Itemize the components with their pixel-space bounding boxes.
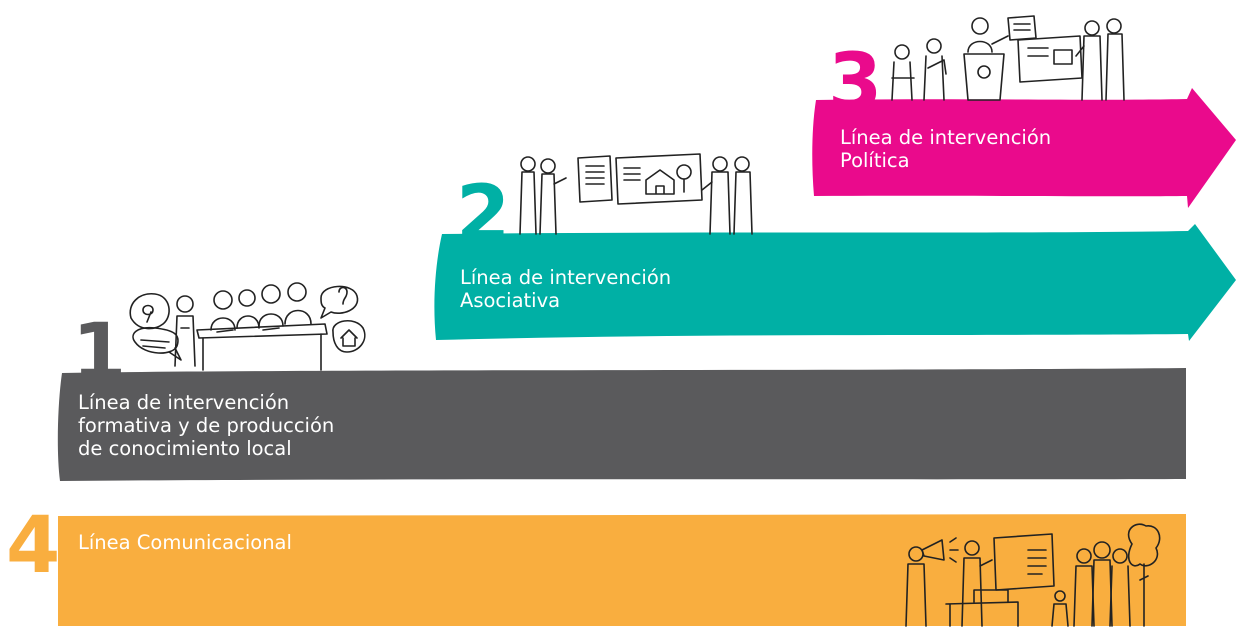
band-1 xyxy=(57,368,1186,481)
line-1-label: Línea de intervención formativa y de pro… xyxy=(78,391,335,460)
megaphone-crowd-icon xyxy=(896,520,1164,627)
line-3-number: 3 xyxy=(828,38,882,128)
band-2-arrow xyxy=(434,224,1236,341)
podium-speaker-icon xyxy=(884,12,1128,102)
people-with-boards-icon xyxy=(514,150,764,236)
band-3-arrow xyxy=(812,88,1236,208)
line-4-label: Línea Comunicacional xyxy=(78,531,292,554)
people-at-table-icon xyxy=(125,276,370,372)
line-2-number: 2 xyxy=(456,170,510,260)
line-3-label: Línea de intervención Política xyxy=(840,126,1052,172)
line-2-label: Línea de intervención Asociativa xyxy=(460,266,672,312)
line-4-number: 4 xyxy=(6,501,60,591)
band-4 xyxy=(58,514,1186,626)
line-1-number: 1 xyxy=(72,308,126,398)
